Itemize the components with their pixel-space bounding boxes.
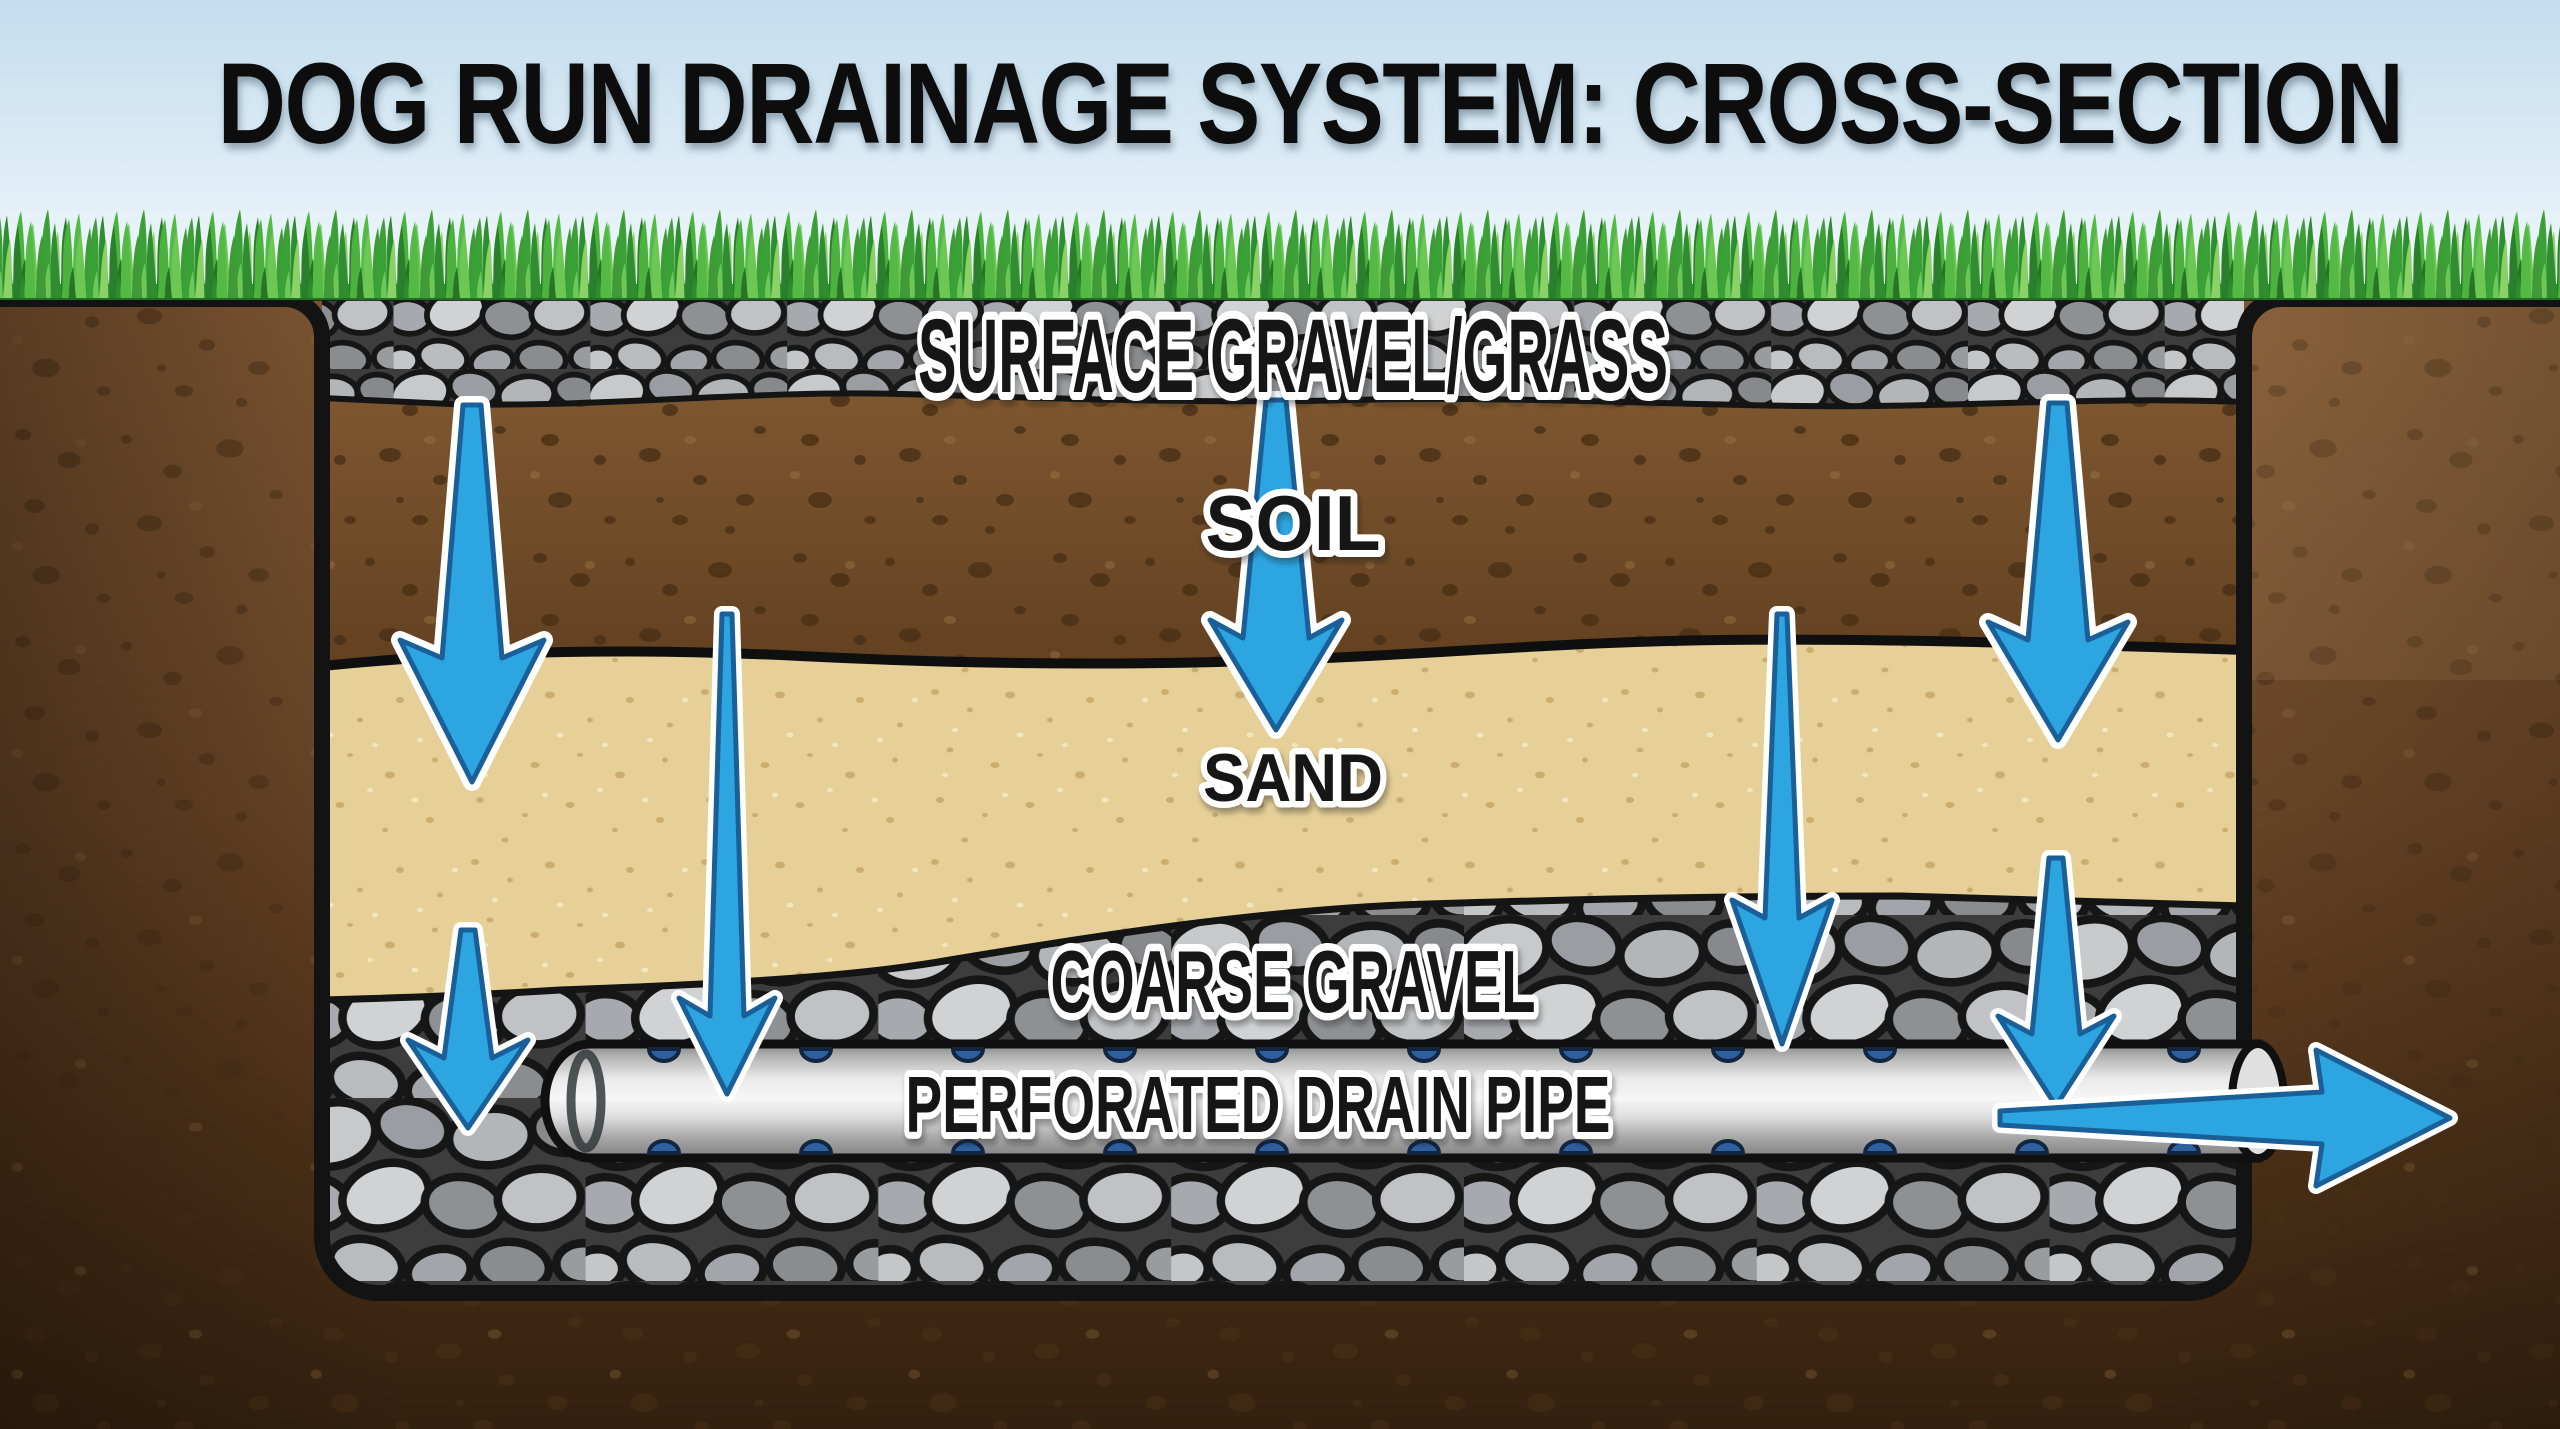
- water-flow-arrows: [391, 391, 2458, 1194]
- water-arrow-left-upper: [391, 396, 553, 791]
- water-outflow-arrow: [1992, 1042, 2458, 1194]
- page-title: DOG RUN DRAINAGE SYSTEM: CROSS-SECTION: [218, 40, 2403, 168]
- trench-border: [0, 291, 2560, 1301]
- label-soil: SOIL: [1206, 479, 1381, 567]
- drain-pipe: [540, 1039, 2288, 1163]
- pipe-body: [540, 1039, 2263, 1163]
- water-arrow-right-lower: [1990, 850, 2122, 1114]
- water-arrow-right-mid: [1724, 606, 1840, 1052]
- water-arrow-left-lower: [400, 922, 536, 1136]
- layer-sand: [322, 639, 2244, 1000]
- water-arrow-center: [1201, 391, 1351, 739]
- label-sand: SAND: [1203, 740, 1383, 816]
- label-perforated-drain-pipe: PERFORATED DRAIN PIPE: [906, 1060, 1611, 1149]
- label-coarse-gravel: COARSE GRAVEL: [1051, 932, 1536, 1031]
- water-arrow-left-mid: [671, 606, 783, 1102]
- layer-surface-gravel: [321, 296, 2245, 410]
- water-arrow-right-upper: [1979, 394, 2137, 749]
- grass-band: [0, 203, 2560, 300]
- label-surface-gravel-grass: SURFACE GRAVEL/GRASS: [918, 298, 1668, 415]
- pipe-left-opening: [566, 1049, 606, 1153]
